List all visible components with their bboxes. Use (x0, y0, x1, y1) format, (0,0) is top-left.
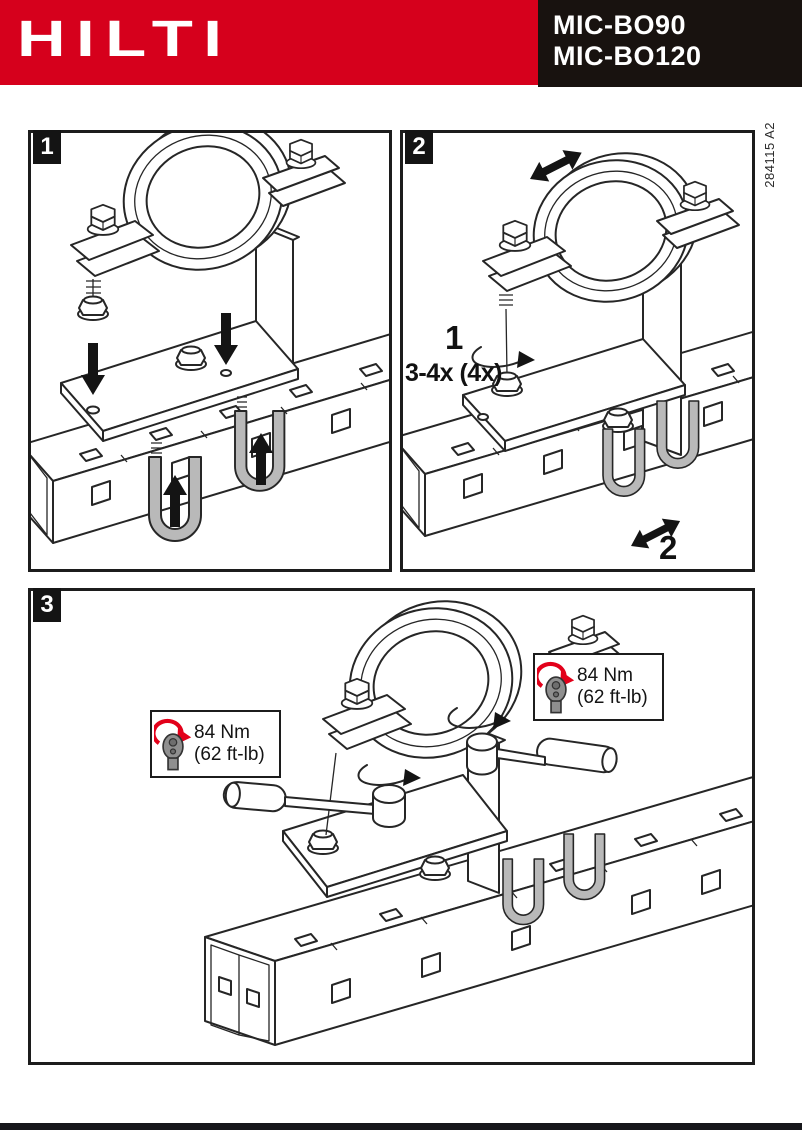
rotation-arrow-icon (357, 764, 421, 786)
footer-rule (0, 1123, 802, 1130)
model-line-1: MIC-BO90 (553, 10, 687, 40)
panel-step-2: 2 1 3-4x (4x) 2 (400, 130, 755, 572)
plate-hole (86, 405, 100, 415)
hilti-logo: HILTI (17, 10, 233, 68)
substep-1-label: 1 (445, 319, 464, 356)
flange-nut (77, 295, 109, 321)
plate-hole (220, 369, 232, 377)
rotation-arrow-icon (447, 707, 511, 729)
u-bolt (148, 442, 202, 542)
hex-bolt (340, 677, 374, 710)
hex-bolt (567, 614, 599, 646)
end-hole (246, 988, 260, 1008)
up-arrow-icon (249, 433, 273, 485)
flange-nut (175, 345, 207, 371)
torque-callout: 84 Nm (62 ft-lb) (150, 710, 281, 778)
bracket-base-plate (60, 320, 299, 442)
illustration-adjust-and-tighten (403, 150, 752, 549)
panel-step-1: 1 (28, 130, 392, 572)
u-bolt (656, 400, 700, 469)
model-line-2: MIC-BO120 (553, 41, 702, 71)
pipe-clamp (482, 152, 740, 376)
torque-value-nm: 84 Nm (194, 721, 250, 743)
torque-wrench-icon (537, 661, 575, 714)
hex-bolt (285, 138, 317, 170)
threaded-stud (86, 279, 101, 301)
slide-double-arrow-icon (530, 150, 582, 182)
hex-bolt (498, 219, 532, 252)
down-arrow-icon (81, 343, 105, 395)
u-bolt (234, 396, 286, 492)
brand-banner: HILTI (0, 0, 538, 85)
torque-wrench-icon (154, 718, 192, 771)
pipe-clamp (70, 133, 346, 301)
threaded-stud (325, 752, 337, 836)
step-badge-3: 3 (33, 588, 61, 622)
up-arrow-icon (163, 475, 187, 527)
repetitions-label: 3-4x (4x) (405, 359, 502, 387)
u-bolt (502, 858, 545, 926)
step-badge-1: 1 (33, 130, 61, 164)
bracket-base-plate (462, 338, 686, 452)
document-code: 284115 A2 (762, 122, 777, 188)
flange-nut (307, 829, 339, 855)
step-badge-2: 2 (405, 130, 433, 164)
torque-value-ftlb: (62 ft-lb) (194, 744, 265, 765)
torque-value-ftlb: (62 ft-lb) (577, 687, 648, 708)
hex-bolt (679, 180, 711, 212)
ratchet-wrench (466, 732, 618, 776)
torque-callout: 84 Nm (62 ft-lb) (533, 653, 664, 721)
ratchet-wrench (222, 781, 406, 828)
substep-2-label: 2 (659, 529, 678, 566)
end-hole (218, 976, 232, 996)
panel-step-3: 3 84 Nm (62 ft-lb) (28, 588, 755, 1065)
hex-bolt (86, 203, 120, 236)
illustration-place-bracket (31, 133, 389, 544)
threaded-stud (499, 294, 513, 376)
u-bolt (602, 428, 646, 497)
rotation-arrow-icon (471, 346, 535, 368)
plate-hole (477, 413, 489, 421)
slide-double-arrow-icon (631, 518, 681, 549)
model-plate: MIC-BO90 MIC-BO120 (538, 0, 802, 87)
down-arrow-icon (214, 313, 238, 365)
torque-value-nm: 84 Nm (577, 664, 633, 686)
u-bolt (563, 833, 606, 901)
flange-nut (419, 855, 451, 881)
